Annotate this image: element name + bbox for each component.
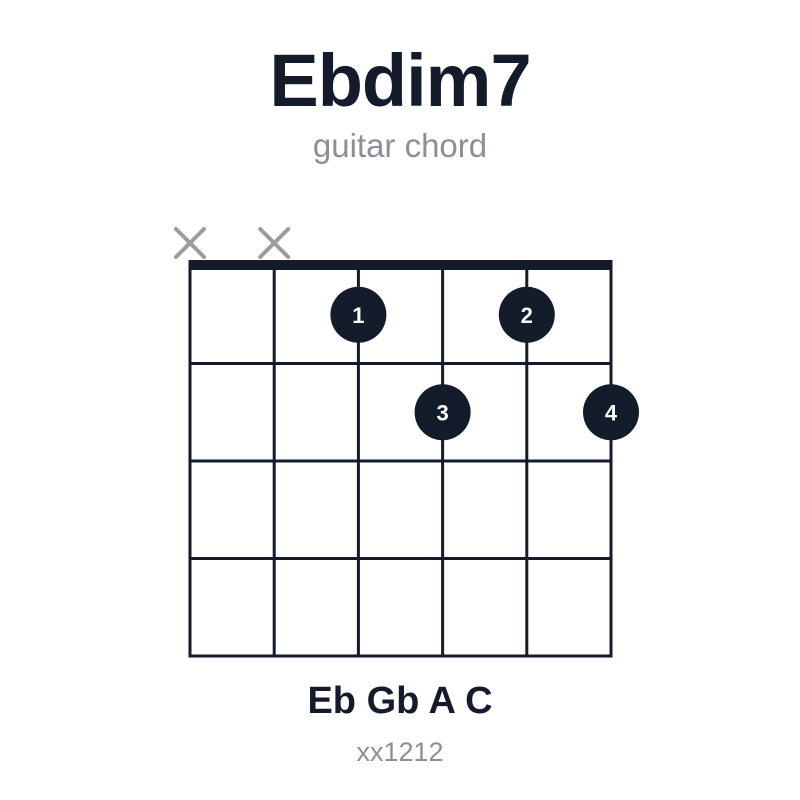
finger-dot-circle [414, 384, 471, 441]
chord-title: Ebdim7 [269, 39, 531, 122]
finger-dot-2: 2 [498, 286, 555, 343]
finger-dot-circle [330, 286, 387, 343]
finger-number: 4 [605, 400, 618, 425]
finger-dot-circle [498, 286, 555, 343]
chord-notes: Eb Gb A C [307, 680, 493, 722]
chord-subtitle: guitar chord [312, 127, 488, 164]
finger-number: 2 [521, 303, 533, 328]
finger-number: 3 [436, 400, 448, 425]
muted-markers [174, 227, 291, 259]
finger-dots: 1 2 3 4 [330, 286, 639, 441]
finger-dot-1: 1 [330, 286, 387, 343]
finger-dot-circle [583, 384, 639, 441]
nut [188, 260, 613, 270]
fretboard-grid [188, 260, 613, 658]
chord-fingering: xx1212 [356, 737, 444, 767]
finger-dot-3: 3 [414, 384, 471, 441]
finger-dot-4: 4 [583, 384, 639, 441]
muted-string-1-icon [174, 227, 206, 259]
muted-string-2-icon [258, 227, 291, 259]
finger-number: 1 [352, 303, 364, 328]
